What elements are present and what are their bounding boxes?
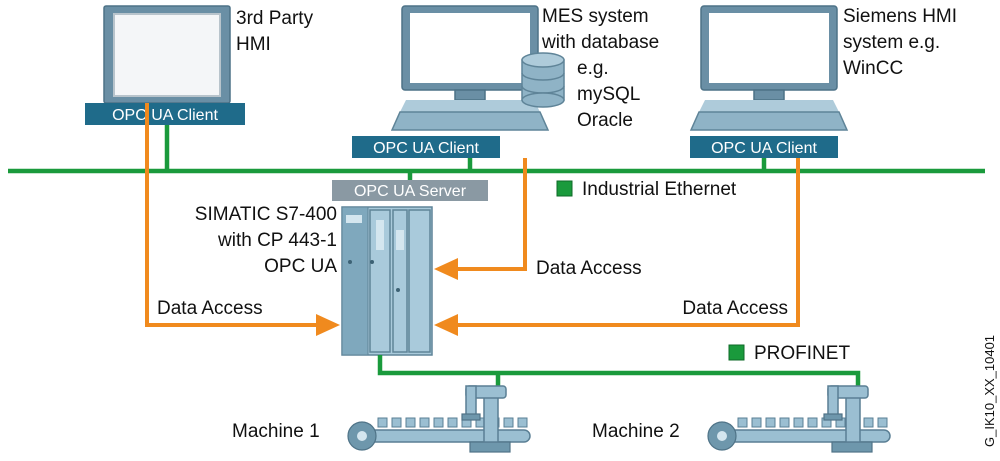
opc-ua-client-label-mid: OPC UA Client <box>373 140 479 157</box>
mes-keyboard <box>390 100 550 131</box>
mes-label-1: MES system <box>542 6 649 27</box>
industrial-ethernet-legend-swatch <box>556 180 573 197</box>
siemens-hmi-label-1: Siemens HMI <box>843 6 957 27</box>
mes-label-3: e.g. <box>577 58 609 79</box>
siemens-hmi-keyboard <box>689 100 849 131</box>
plc-label-3: OPC UA <box>264 256 337 277</box>
siemens-hmi-label-2: system e.g. <box>843 32 940 53</box>
data-access-arrow-mid <box>434 258 458 280</box>
data-access-label-left: Data Access <box>157 298 263 319</box>
data-access-label-right: Data Access <box>682 298 788 319</box>
profinet-legend-swatch <box>728 344 745 361</box>
third-party-hmi-panel <box>103 5 231 104</box>
machine-1-label: Machine 1 <box>232 421 320 442</box>
machine-2-label: Machine 2 <box>592 421 680 442</box>
industrial-ethernet-label: Industrial Ethernet <box>582 179 737 200</box>
machine-2-robot-conveyor <box>707 385 891 453</box>
opc-ua-server-label: OPC UA Server <box>354 183 467 200</box>
opc-ua-client-tag-mid <box>352 136 500 158</box>
opc-ua-client-tag-left <box>85 103 245 125</box>
mes-monitor <box>401 5 539 101</box>
opc-ua-client-tag-right <box>690 136 838 158</box>
third-party-hmi-label-1: 3rd Party <box>236 8 314 29</box>
machine-1-robot-conveyor <box>347 385 531 453</box>
opc-ua-client-label-right: OPC UA Client <box>711 140 817 157</box>
mes-label-4: mySQL <box>577 84 640 105</box>
opc-ua-client-label-left: OPC UA Client <box>112 107 218 124</box>
siemens-hmi-label-3: WinCC <box>843 58 903 79</box>
figure-id: G_IK10_XX_10401 <box>982 335 997 447</box>
data-access-line-mid <box>458 158 527 271</box>
database-icon <box>521 52 565 108</box>
profinet-label: PROFINET <box>754 343 850 364</box>
data-access-arrow-right <box>434 314 458 336</box>
data-access-label-mid: Data Access <box>536 258 642 279</box>
simatic-plc <box>341 206 433 356</box>
data-access-line-left <box>145 103 316 327</box>
plc-label-2: with CP 443-1 <box>217 230 337 251</box>
third-party-hmi-label-2: HMI <box>236 34 271 55</box>
plc-label-1: SIMATIC S7-400 <box>195 204 337 225</box>
mes-label-2: with database <box>541 32 659 53</box>
siemens-hmi-monitor <box>700 5 838 101</box>
profinet-bus <box>377 355 861 388</box>
opc-ua-server-tag <box>332 180 488 201</box>
data-access-line-right <box>458 158 800 327</box>
data-access-arrow-left <box>316 314 340 336</box>
mes-label-5: Oracle <box>577 110 633 131</box>
